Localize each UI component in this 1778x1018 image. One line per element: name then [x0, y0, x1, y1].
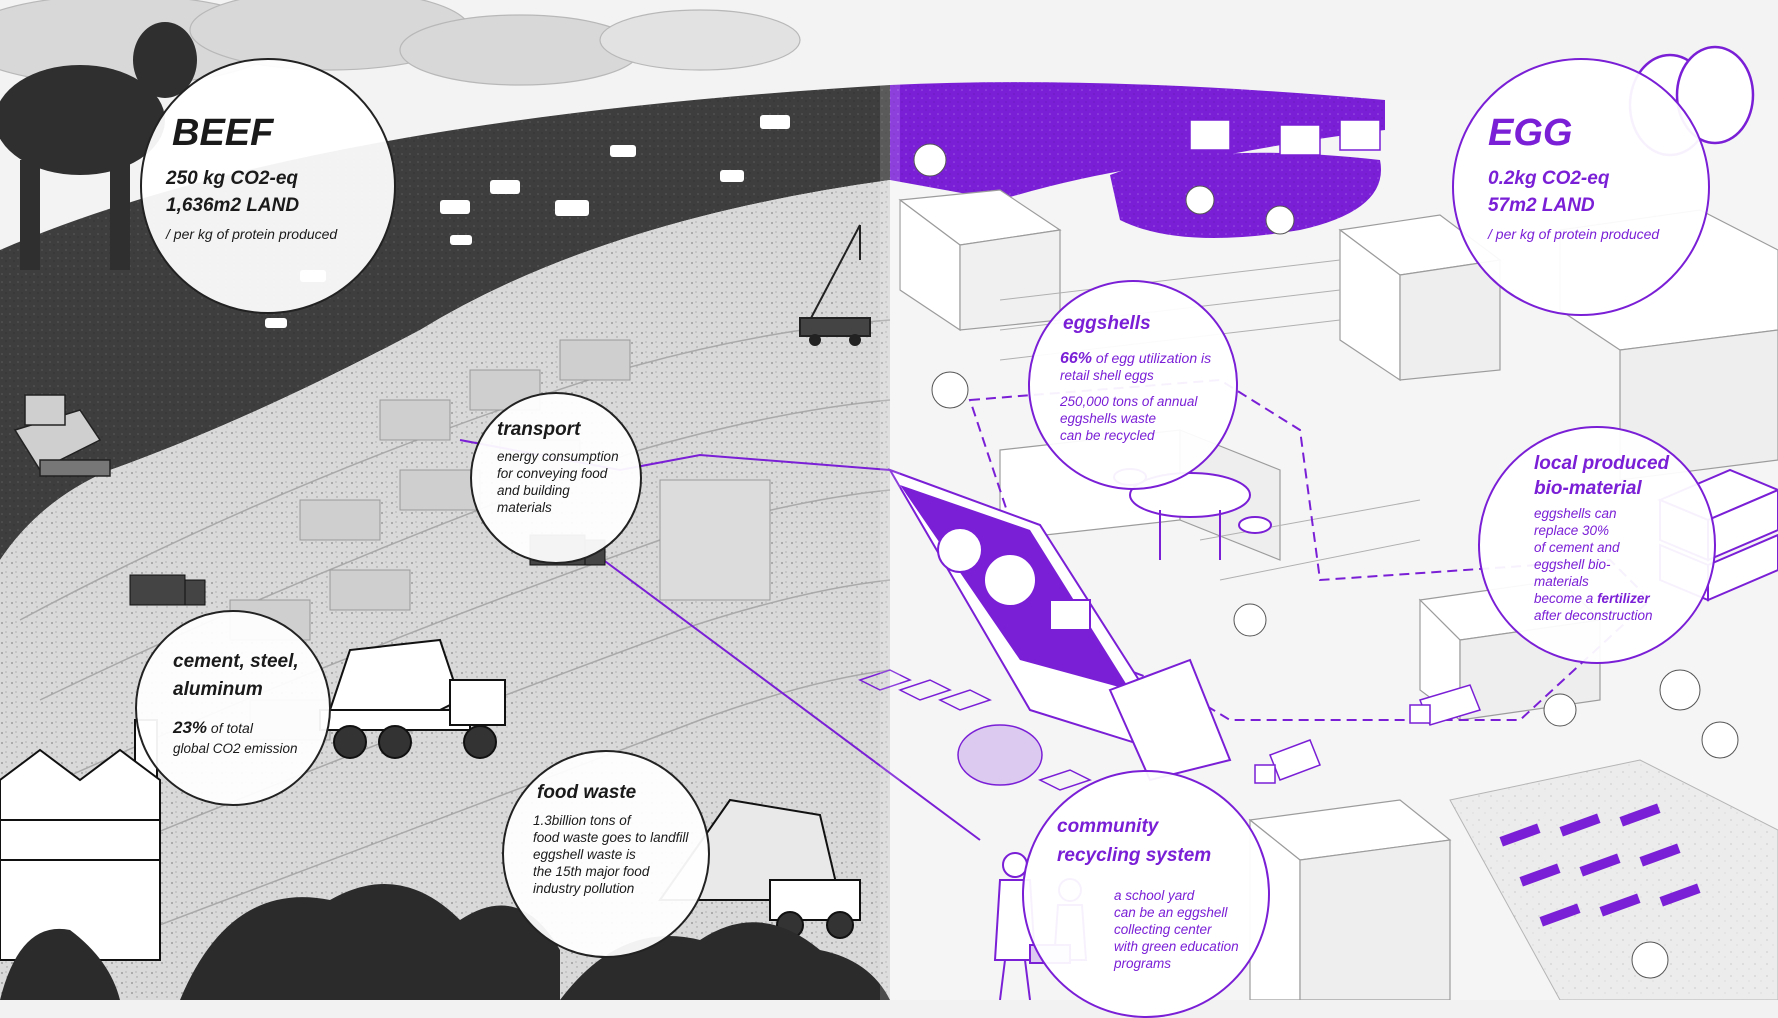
delivery-truck-2: [1254, 739, 1321, 784]
cement-title-1: cement, steel,: [173, 651, 299, 672]
bio-material-fert-word: fertilizer: [1597, 591, 1650, 606]
cement-mixer-truck-icon: [319, 638, 506, 759]
haul-truck-2: [129, 574, 206, 606]
eggshells-pct-text: of egg utilization is: [1095, 350, 1212, 366]
eggshells-line-4: eggshells waste: [1060, 411, 1157, 426]
bio-material-title-1: local produced: [1534, 453, 1670, 474]
food-waste-line-1: 1.3billion tons of: [533, 813, 631, 828]
bio-material-fert-pre: become a: [1534, 591, 1594, 606]
eggshells-pct: 66%: [1060, 350, 1093, 367]
egg-land: 57m2 LAND: [1488, 195, 1595, 216]
cement-pct-text: of total: [210, 720, 253, 736]
egg-farm-field: [890, 82, 1385, 200]
eggshell-pile: [957, 724, 1043, 786]
cement-pct: 23%: [173, 718, 208, 737]
bio-material-line-5: materials: [1534, 574, 1589, 589]
community-line-2: can be an eggshell: [1114, 905, 1228, 920]
chicken-coops: [1189, 119, 1381, 156]
road-line: [589, 549, 981, 841]
community-title-1: community: [1057, 816, 1159, 837]
beef-co2: 250 kg CO2-eq: [166, 168, 298, 189]
transport-line-4: materials: [497, 500, 552, 515]
bio-material-bubble: [1478, 426, 1716, 664]
market-stalls: [858, 669, 1092, 791]
community-line-5: programs: [1114, 956, 1172, 971]
collection-route: [968, 378, 1652, 721]
bio-material-line-3: of cement and: [1534, 540, 1620, 555]
delivery-truck-1: [1409, 684, 1482, 726]
cattle-herd: [265, 115, 790, 328]
food-waste-line-2: food waste goes to landfill: [533, 830, 689, 845]
community-bubble: [1022, 770, 1270, 1018]
beef-info-bubble: [140, 58, 396, 314]
egg-farm-pond-field: [1110, 152, 1381, 238]
cement-title-2: aluminum: [173, 679, 263, 700]
bio-material-line-4: eggshell bio-: [1534, 557, 1611, 572]
beef-title: BEEF: [172, 112, 274, 154]
transport-line-3: and building: [497, 483, 570, 498]
food-waste-line-3: eggshell waste is: [533, 847, 636, 862]
beef-land: 1,636m2 LAND: [166, 195, 300, 216]
bio-material-line-1: eggshells can: [1534, 506, 1617, 521]
bio-material-title-2: bio-material: [1534, 478, 1642, 499]
eggshells-bubble: [1028, 280, 1238, 490]
food-waste-line-5: industry pollution: [533, 881, 635, 896]
farm-plot: [1449, 759, 1778, 1001]
cement-stat: 23% of total: [173, 718, 253, 738]
food-waste-bubble: [502, 750, 710, 958]
bio-material-line-2: replace 30%: [1534, 523, 1610, 538]
eggshell-school: [887, 468, 1232, 782]
trees: [913, 143, 1739, 979]
beef-note: / per kg of protein produced: [166, 226, 338, 242]
egg-note: / per kg of protein produced: [1488, 226, 1660, 242]
egg-co2: 0.2kg CO2-eq: [1488, 168, 1610, 189]
transport-title: transport: [497, 419, 581, 440]
crane-truck: [799, 224, 871, 346]
cement-line-2: global CO2 emission: [173, 741, 298, 756]
eggshells-title: eggshells: [1063, 313, 1151, 334]
eggshells-line-2: retail shell eggs: [1060, 368, 1154, 383]
eggshells-stat: 66% of egg utilization is: [1060, 350, 1211, 368]
community-line-4: with green education: [1114, 939, 1239, 954]
bio-material-fertilizer-line: become a fertilizer: [1534, 590, 1650, 607]
eggshells-line-5: can be recycled: [1060, 428, 1155, 443]
community-line-3: collecting center: [1114, 922, 1212, 937]
egg-title: EGG: [1488, 112, 1573, 154]
transport-bubble: [470, 392, 642, 564]
center-divider: [880, 0, 900, 1000]
food-waste-line-4: the 15th major food: [533, 864, 650, 879]
egg-info-bubble: [1452, 58, 1710, 316]
cement-bubble: [135, 610, 331, 806]
food-waste-title: food waste: [537, 782, 637, 803]
transport-line-1: energy consumption: [497, 449, 619, 464]
community-title-2: recycling system: [1057, 845, 1212, 866]
transport-line-2: for conveying food: [497, 466, 608, 481]
community-line-1: a school yard: [1114, 888, 1195, 903]
bulldozer: [13, 394, 111, 477]
cow-icon: [0, 22, 197, 270]
eggshells-line-3: 250,000 tons of annual: [1060, 394, 1198, 409]
bio-material-fert-post: after deconstruction: [1534, 608, 1653, 623]
waste-piles: [0, 884, 890, 1000]
